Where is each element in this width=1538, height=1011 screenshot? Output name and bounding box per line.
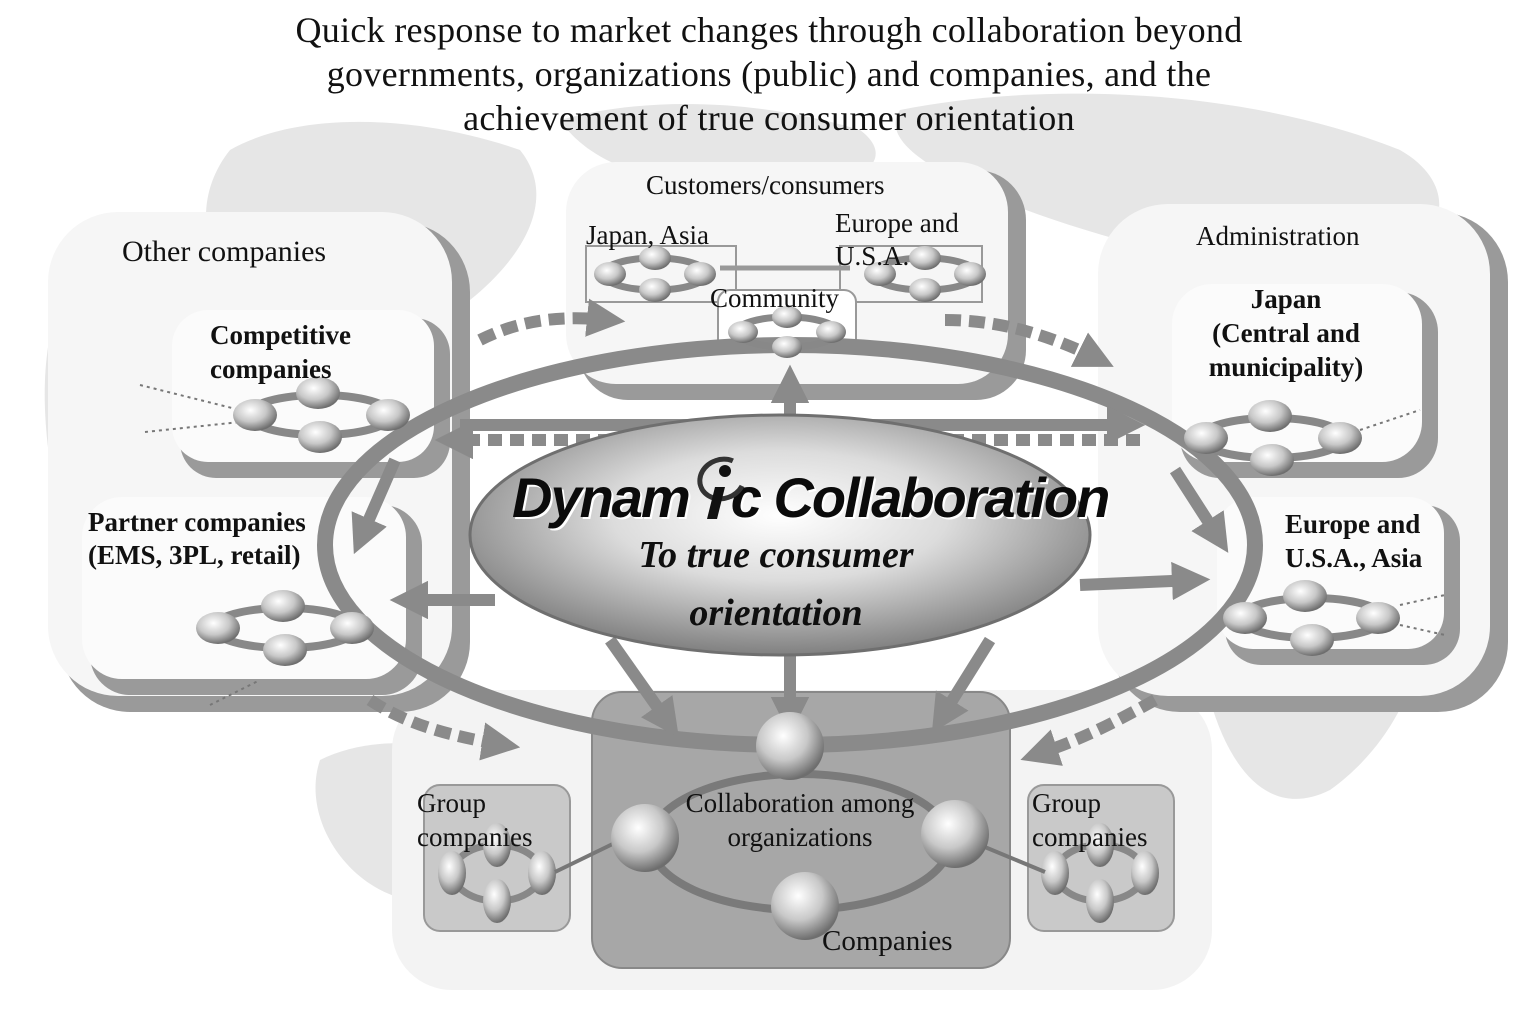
group-left-2: companies <box>417 822 533 852</box>
companies-heading: Companies <box>822 925 953 957</box>
dynamic-collaboration-logo: Dynam c Collaboration <box>512 465 1111 530</box>
admin-europe-2: U.S.A., Asia <box>1285 543 1423 573</box>
partner-label-1: Partner companies <box>88 507 306 537</box>
collaboration-among-1: Collaboration among <box>685 788 915 818</box>
dashed-arrows <box>366 298 1158 766</box>
brand-text-2: c Collaboration <box>730 466 1111 529</box>
title-line-2: governments, organizations (public) and … <box>326 54 1212 94</box>
companies-box <box>591 691 1011 969</box>
collaboration-among-2: organizations <box>727 822 873 852</box>
title-line-3: achievement of true consumer orientation <box>463 98 1075 138</box>
organizations-ring <box>554 712 1046 940</box>
brand-text-1: Dynam <box>512 466 691 529</box>
ring-admin-japan <box>1184 400 1362 476</box>
admin-europe-1: Europe and <box>1285 509 1421 539</box>
customers-panel <box>566 162 1026 400</box>
node-rings <box>196 246 1400 923</box>
competitive-label-2: companies <box>210 354 332 384</box>
title-line-1: Quick response to market changes through… <box>295 10 1243 50</box>
center-subtitle-1: To true consumer <box>638 534 914 576</box>
ring-group-right <box>1041 823 1159 923</box>
ring-admin-europe <box>1223 580 1400 656</box>
administration-heading: Administration <box>1196 221 1360 251</box>
i-swoosh-icon <box>689 465 731 521</box>
ring-community <box>728 306 846 358</box>
ring-competitive <box>233 377 410 453</box>
admin-japan-2: (Central and <box>1212 318 1360 348</box>
group-right-1: Group <box>1032 788 1101 818</box>
ring-group-left <box>438 823 556 923</box>
dotted-guides <box>139 384 1446 706</box>
admin-japan-3: municipality) <box>1208 352 1364 382</box>
other-companies-panel <box>48 212 470 712</box>
other-companies-heading: Other companies <box>122 235 327 268</box>
group-left-1: Group <box>417 788 486 818</box>
center-subtitle-2: orientation <box>689 592 863 634</box>
central-ellipse <box>468 413 1092 657</box>
ring-japan-asia <box>594 246 716 302</box>
ring-europe-usa <box>864 246 986 302</box>
community-label: Community <box>710 283 840 313</box>
customers-japan-asia: Japan, Asia <box>586 220 709 250</box>
partner-label-2: (EMS, 3PL, retail) <box>88 540 301 570</box>
customers-heading: Customers/consumers <box>646 170 885 200</box>
customers-europe-usa-1: Europe and <box>835 208 959 238</box>
group-right-2: companies <box>1032 822 1148 852</box>
admin-japan-1: Japan <box>1250 284 1322 314</box>
competitive-label-1: Competitive <box>210 320 351 350</box>
ring-partner <box>196 590 374 666</box>
customers-europe-usa-2: U.S.A. <box>835 241 910 271</box>
